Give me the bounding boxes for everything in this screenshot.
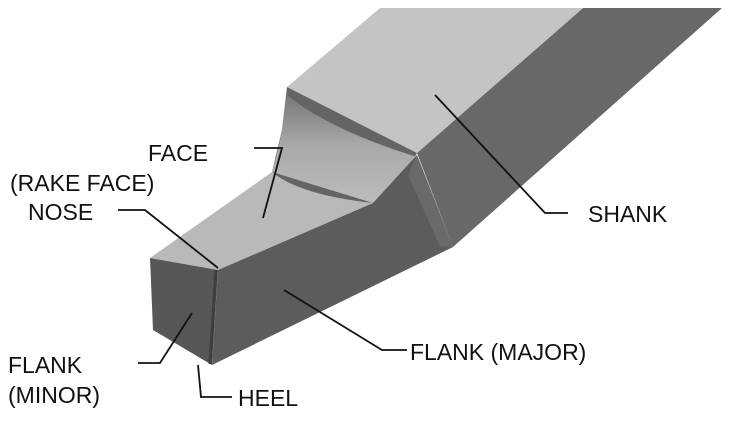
label-heel: HEEL bbox=[238, 385, 298, 411]
rake-face bbox=[150, 172, 373, 270]
transition-side bbox=[408, 155, 453, 247]
label-face: FACE bbox=[148, 140, 208, 166]
label-nose: NOSE bbox=[28, 199, 93, 225]
label-shank: SHANK bbox=[588, 201, 668, 227]
curved-transition bbox=[272, 95, 417, 203]
shank-leader bbox=[434, 94, 568, 214]
flank-minor-leader bbox=[138, 312, 193, 364]
nose-leader bbox=[118, 209, 219, 269]
flank-major bbox=[212, 155, 453, 365]
shank-side-face bbox=[417, 8, 722, 247]
nose-edge bbox=[208, 269, 218, 365]
heel-leader bbox=[197, 364, 232, 398]
label-flank-major: FLANK (MAJOR) bbox=[410, 339, 586, 365]
face-leader bbox=[254, 147, 284, 219]
shank-top-face bbox=[287, 8, 583, 153]
flank-major-leader bbox=[283, 289, 407, 351]
flank-minor bbox=[150, 258, 218, 365]
label-flank-minor-line2: (MINOR) bbox=[8, 382, 100, 408]
label-flank-minor-line1: FLANK bbox=[8, 352, 83, 378]
label-rake-face: (RAKE FACE) bbox=[10, 170, 154, 196]
